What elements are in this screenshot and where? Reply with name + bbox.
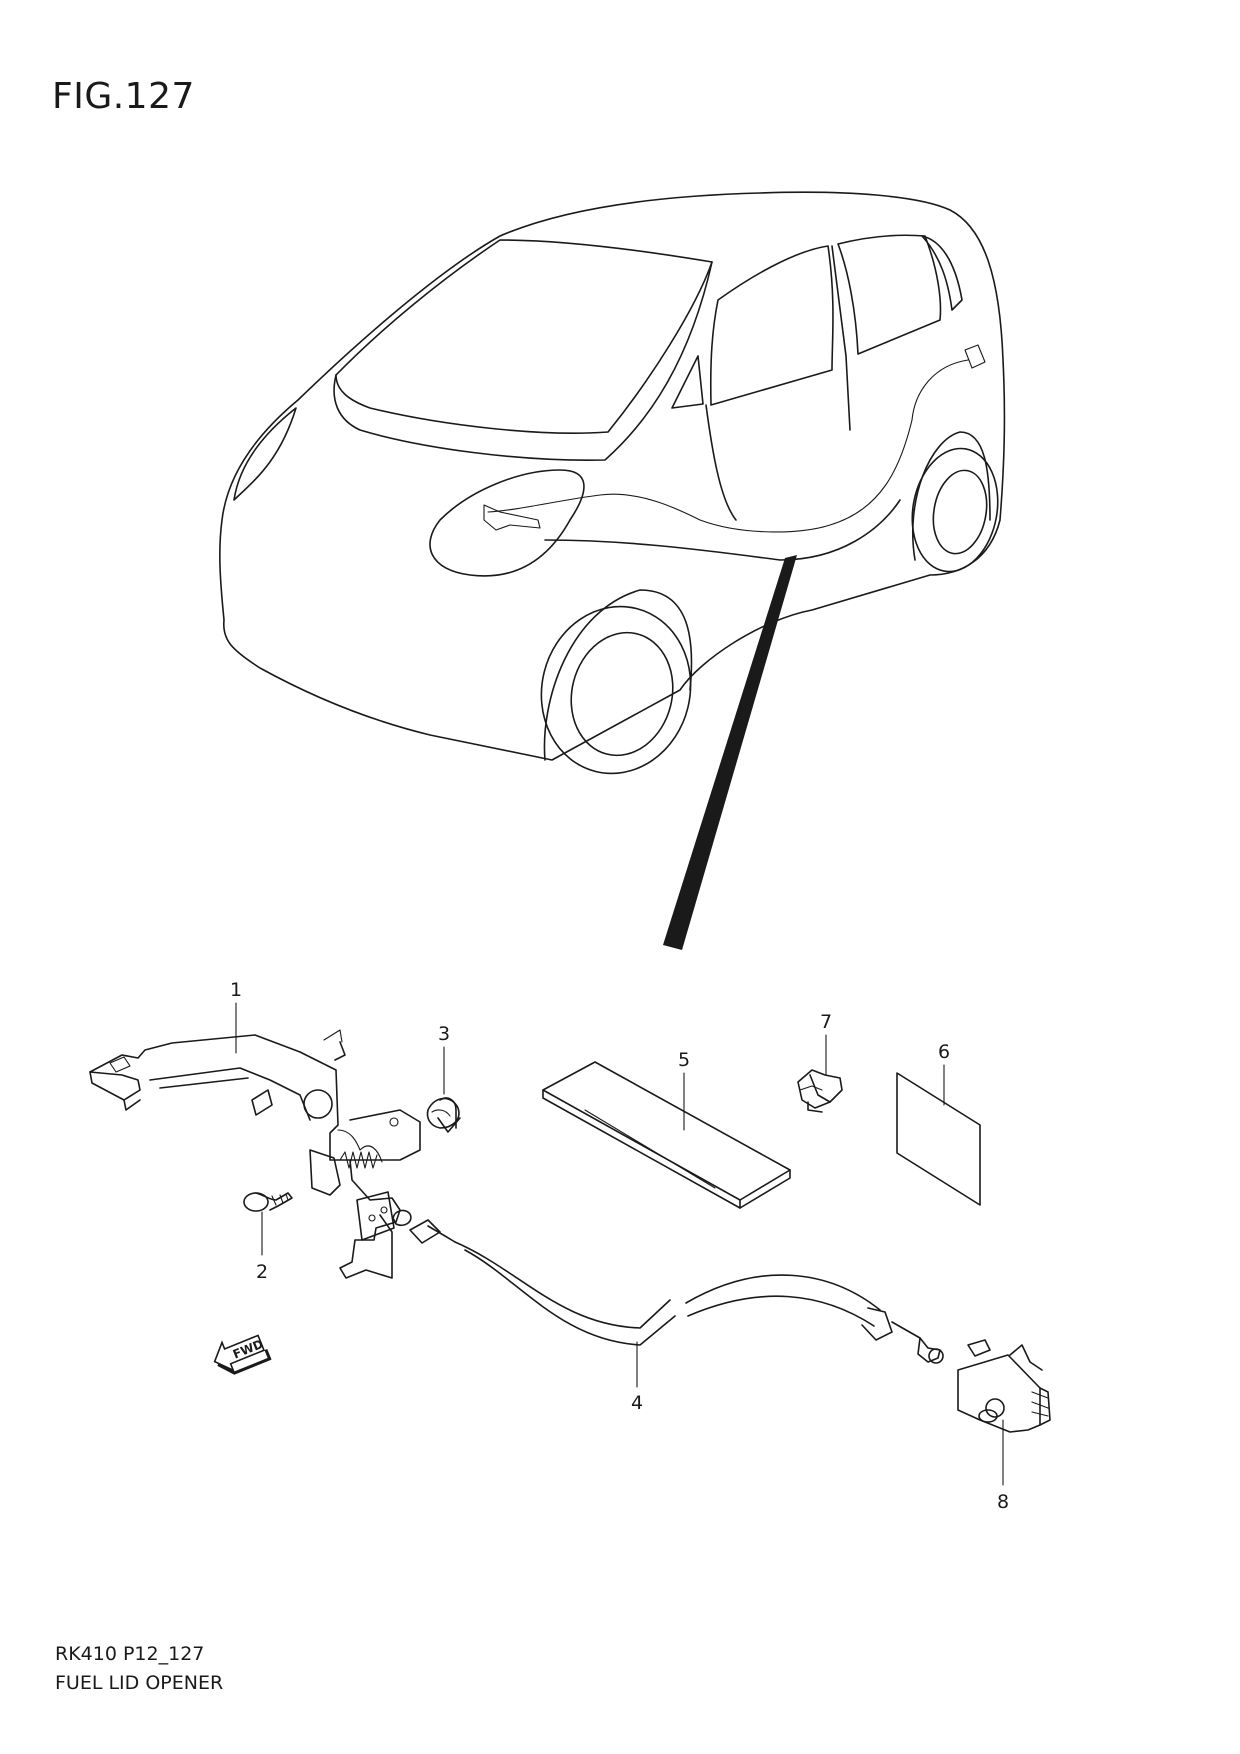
callout-8: 8 xyxy=(997,1419,1009,1513)
figure-name: FUEL LID OPENER xyxy=(55,1672,224,1694)
callout-6: 6 xyxy=(938,1041,950,1106)
callout-4: 4 xyxy=(631,1341,643,1414)
callout-label-1: 1 xyxy=(230,979,242,1001)
vehicle-outline xyxy=(219,191,1006,775)
callout-label-2: 2 xyxy=(256,1261,268,1283)
fwd-arrow-icon: FWD xyxy=(213,1334,272,1375)
part-6-label xyxy=(896,1072,981,1206)
callout-2: 2 xyxy=(256,1211,268,1283)
figure-code: RK410 P12_127 xyxy=(55,1643,205,1665)
callout-label-3: 3 xyxy=(438,1023,450,1045)
part-2-screw xyxy=(243,1192,293,1212)
part-5-pad xyxy=(542,1061,791,1209)
callout-1: 1 xyxy=(230,979,242,1054)
callout-label-6: 6 xyxy=(938,1041,950,1063)
detail-pointer xyxy=(663,555,797,950)
part-4-cable xyxy=(392,1209,944,1364)
callout-label-4: 4 xyxy=(631,1392,643,1414)
figure-title: FIG.127 xyxy=(52,76,195,117)
callout-label-8: 8 xyxy=(997,1491,1009,1513)
callout-7: 7 xyxy=(820,1011,832,1076)
part-1-lever-assembly xyxy=(89,1029,421,1279)
part-7-clamp xyxy=(797,1069,843,1113)
callout-label-7: 7 xyxy=(820,1011,832,1033)
part-8-lid-latch xyxy=(957,1339,1051,1433)
callout-label-5: 5 xyxy=(678,1049,690,1071)
callout-3: 3 xyxy=(438,1023,450,1095)
part-3-clip xyxy=(426,1097,461,1133)
callout-5: 5 xyxy=(678,1049,690,1131)
